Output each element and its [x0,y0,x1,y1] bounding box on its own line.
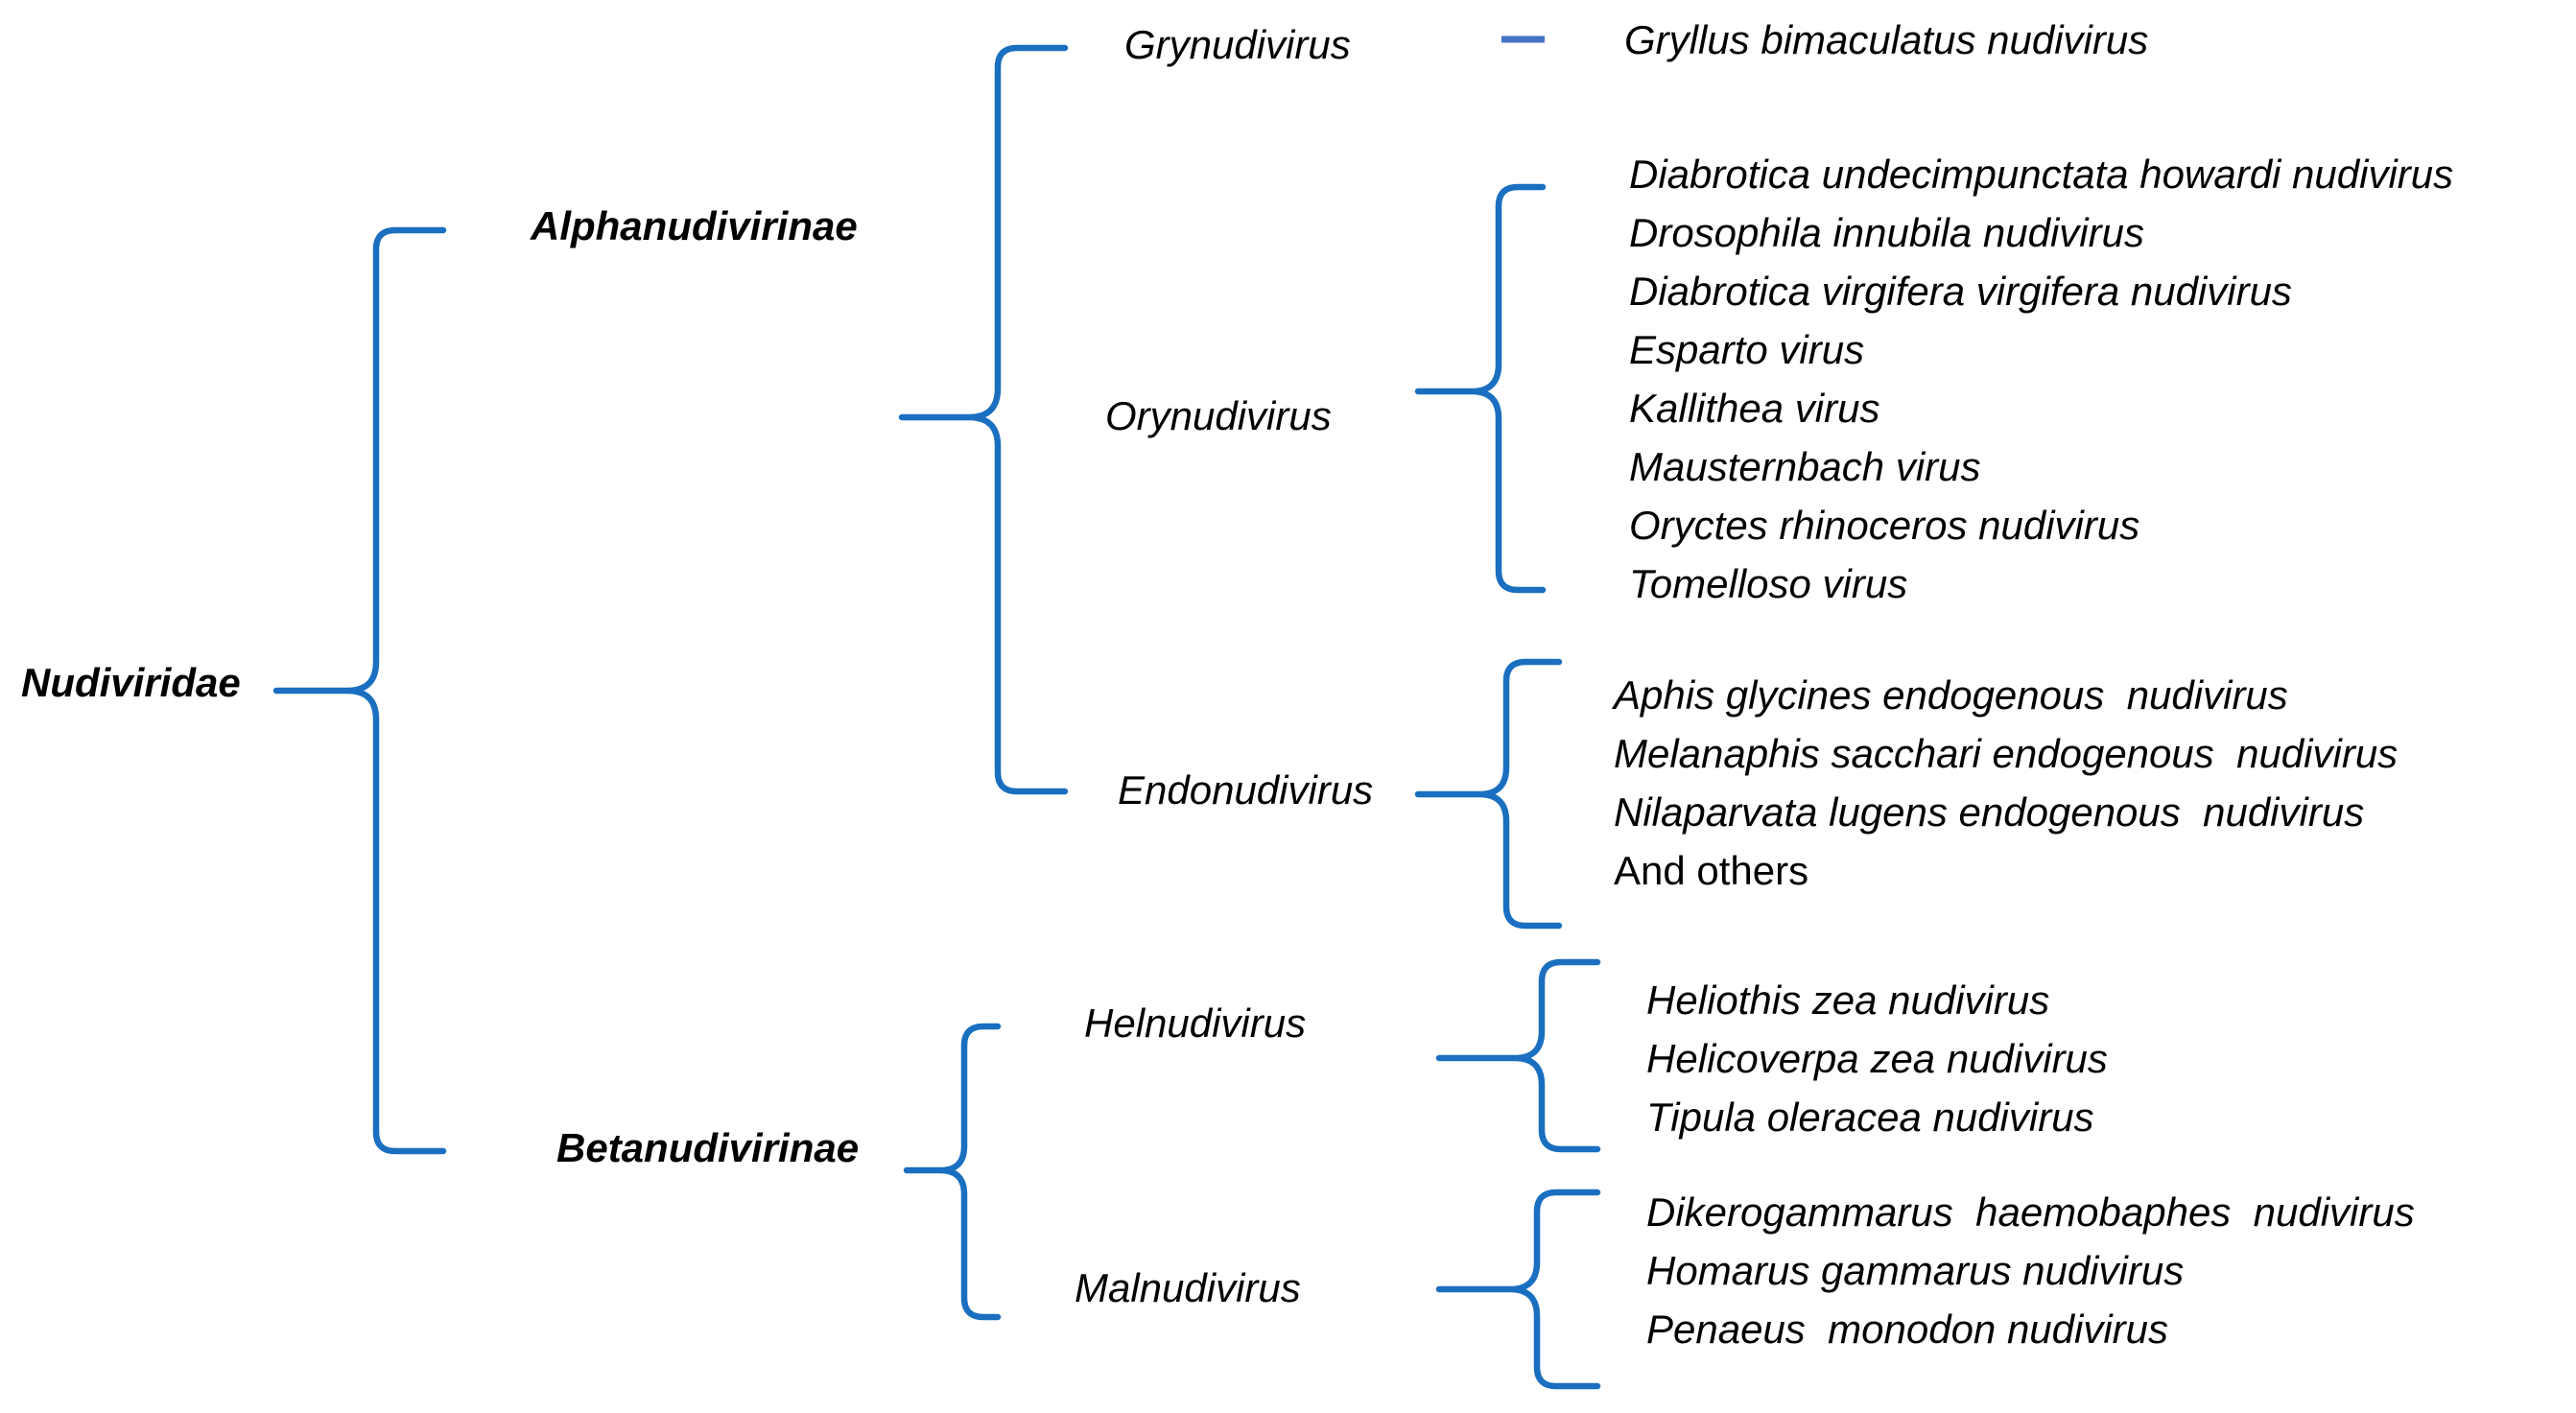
species-item: Nilaparvata lugens endogenous nudivirus [1614,789,2364,835]
brace-helnudivirus [1435,958,1601,1153]
subfamily-betanudivirinae: Betanudivirinae [556,1125,859,1170]
species-item: Helicoverpa zea nudivirus [1646,1036,2108,1081]
brace-nudiviridae [272,226,447,1155]
species-item: Drosophila innubila nudivirus [1629,210,2144,255]
species-item: And others [1614,848,1808,893]
species-item: Mausternbach virus [1629,444,1981,489]
species-item: Aphis glycines endogenous nudivirus [1611,672,2288,718]
species-item: Homarus gammarus nudivirus [1646,1248,2184,1293]
brace-endonudivirus [1414,658,1563,930]
species-item: Dikerogammarus haemobaphes nudivirus [1646,1189,2415,1235]
species-item: Kallithea virus [1629,386,1879,431]
species-item: Gryllus bimaculatus nudivirus [1624,17,2148,62]
genus-grynudivirus: Grynudivirus [1124,22,1351,67]
root-label: Nudiviridae [21,660,241,705]
brace-malnudivirus [1435,1189,1601,1390]
species-item: Esparto virus [1629,327,1864,372]
species-item: Tomelloso virus [1629,561,1907,606]
brace-betanudivirinae [903,1023,1002,1321]
species-item: Heliothis zea nudivirus [1646,977,2049,1023]
genus-endonudivirus: Endonudivirus [1118,767,1373,812]
species-item: Diabrotica undecimpunctata howardi nudiv… [1629,152,2453,197]
genus-helnudivirus: Helnudivirus [1084,1001,1306,1046]
subfamily-alphanudivirinae: Alphanudivirinae [530,203,858,248]
species-item: Oryctes rhinoceros nudivirus [1629,503,2139,548]
brace-orynudivirus [1414,183,1547,594]
species-item: Penaeus monodon nudivirus [1646,1307,2168,1352]
species-item: Diabrotica virgifera virgifera nudivirus [1629,269,2292,314]
species-item: Tipula oleracea nudivirus [1646,1095,2094,1140]
genus-orynudivirus: Orynudivirus [1105,393,1332,438]
genus-malnudivirus: Malnudivirus [1075,1265,1301,1310]
brace-alphanudivirinae [898,44,1069,795]
species-item: Melanaphis sacchari endogenous nudivirus [1614,731,2398,776]
